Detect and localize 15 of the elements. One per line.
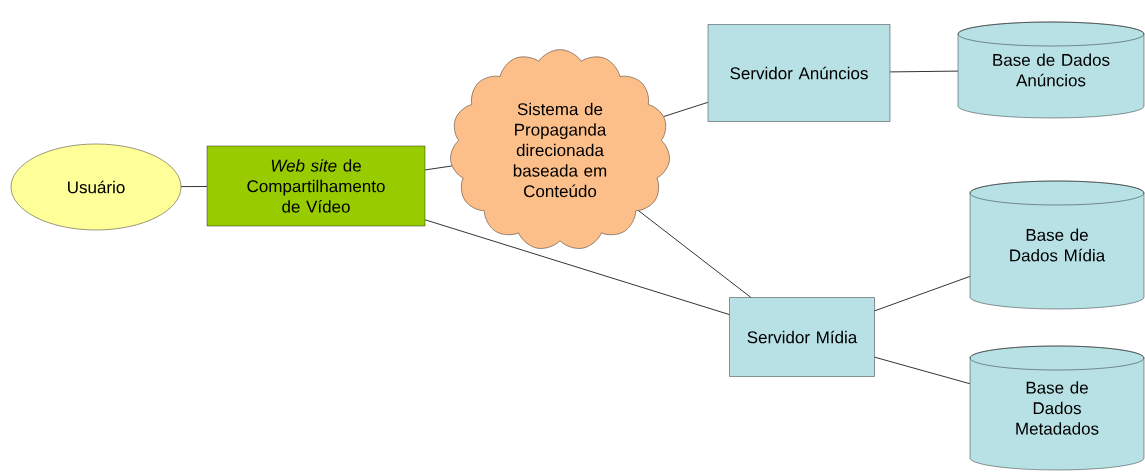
- process-box: Servidor Mídia: [729, 297, 875, 377]
- connector-line: [180, 186, 208, 187]
- connector-line: [638, 210, 752, 298]
- ellipse-node: Usuário: [10, 143, 182, 231]
- connector-line: [663, 101, 709, 117]
- database-cylinder: Base de Dados Mídia: [969, 180, 1145, 310]
- connector-line: [424, 165, 453, 171]
- process-box: Web site de Compartilhamento de Vídeo: [206, 145, 426, 227]
- connector-line: [874, 356, 971, 385]
- process-box: Servidor Anúncios: [707, 24, 891, 122]
- connector-line: [874, 276, 971, 312]
- connector-line: [424, 219, 730, 315]
- database-cylinder: Base de Dados Metadados: [969, 345, 1145, 471]
- connector-line: [889, 70, 959, 73]
- database-cylinder: Base de Dados Anúncios: [957, 21, 1145, 119]
